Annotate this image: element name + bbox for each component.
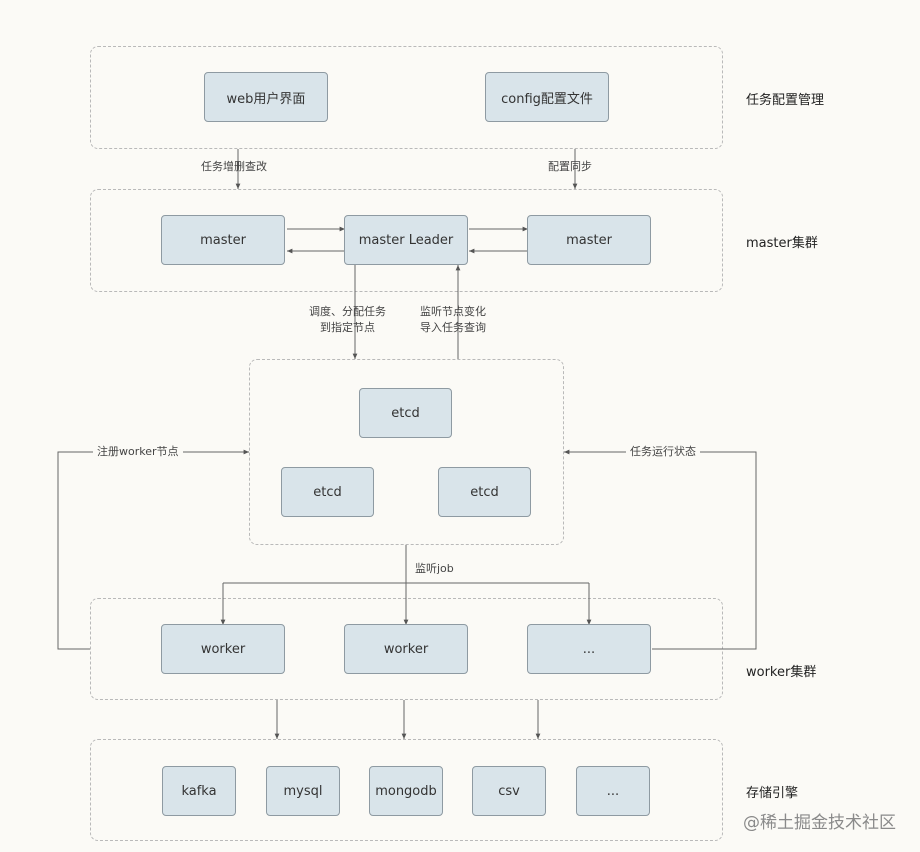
edge-label-schedule-line2: 到指定节点 — [320, 321, 375, 334]
node-master-right: master — [527, 215, 651, 265]
edge-label-watch-nodes-line1: 监听节点变化 — [420, 305, 486, 318]
node-etcd-left: etcd — [281, 467, 374, 517]
edge-label-register-worker: 注册worker节点 — [93, 444, 183, 460]
watermark: @稀土掘金技术社区 — [743, 813, 896, 833]
node-csv: csv — [472, 766, 546, 816]
node-master-leader: master Leader — [344, 215, 468, 265]
group-etcd-cluster — [249, 359, 564, 545]
edge-label-config-sync: 配置同步 — [548, 160, 592, 173]
edge-label-schedule: 调度、分配任务 到指定节点 — [309, 304, 386, 336]
group-label-storage: 存储引擎 — [746, 786, 799, 801]
node-worker-2: worker — [344, 624, 468, 674]
group-label-worker: worker集群 — [746, 665, 817, 680]
edge-label-watch-job: 监听job — [411, 561, 458, 577]
group-storage-engine — [90, 739, 723, 841]
edge-label-task-crud: 任务增删查改 — [201, 160, 267, 173]
group-config-management — [90, 46, 723, 149]
node-etcd-top: etcd — [359, 388, 452, 438]
node-master-left: master — [161, 215, 285, 265]
edge-task-status — [564, 449, 757, 650]
edge-label-schedule-line1: 调度、分配任务 — [309, 305, 386, 318]
node-worker-more: ... — [527, 624, 651, 674]
node-mysql: mysql — [266, 766, 340, 816]
node-config-file: config配置文件 — [485, 72, 609, 122]
edge-label-task-status: 任务运行状态 — [626, 444, 700, 460]
node-etcd-right: etcd — [438, 467, 531, 517]
node-kafka: kafka — [162, 766, 236, 816]
edge-label-watch-nodes: 监听节点变化 导入任务查询 — [420, 304, 486, 336]
node-storage-more: ... — [576, 766, 650, 816]
node-worker-1: worker — [161, 624, 285, 674]
group-master-cluster — [90, 189, 723, 292]
edge-label-watch-nodes-line2: 导入任务查询 — [420, 321, 486, 334]
node-mongodb: mongodb — [369, 766, 443, 816]
group-label-master: master集群 — [746, 236, 818, 251]
node-web-ui: web用户界面 — [204, 72, 328, 122]
group-label-config: 任务配置管理 — [746, 93, 825, 108]
edge-register-worker — [57, 449, 249, 650]
